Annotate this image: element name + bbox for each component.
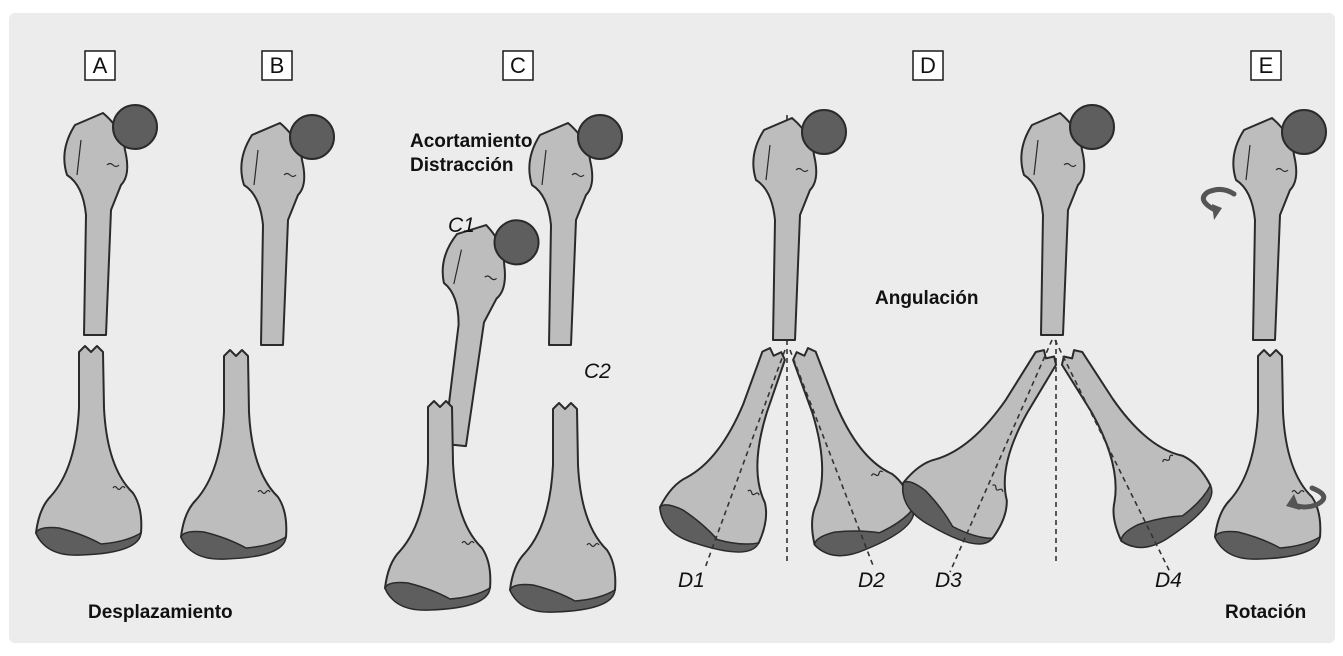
panel-label-c: C — [503, 51, 533, 80]
femur-c2-upper — [529, 115, 622, 345]
rotation-arrow-top-icon — [1203, 189, 1234, 220]
sublabel-c2: C2 — [584, 360, 611, 383]
svg-text:A: A — [93, 53, 108, 78]
sublabel-d3: D3 — [935, 569, 962, 592]
panel-label-e: E — [1251, 51, 1281, 80]
panel-label-b: B — [262, 51, 292, 80]
femur-c1-lower — [385, 401, 490, 610]
sublabel-d4: D4 — [1155, 569, 1182, 592]
svg-text:C: C — [510, 53, 526, 78]
femur-a-lower — [36, 346, 141, 555]
svg-text:E: E — [1259, 53, 1274, 78]
femur-d3-d4-upper — [1021, 105, 1114, 335]
femur-d1-d2-upper — [753, 110, 846, 340]
sublabel-c1: C1 — [448, 214, 475, 237]
panel-label-d: D — [913, 51, 943, 80]
femur-a-upper — [64, 105, 157, 335]
femur-d3-lower — [892, 324, 1092, 557]
sublabel-d1: D1 — [678, 569, 705, 592]
svg-text:D: D — [920, 53, 936, 78]
caption-angulacion: Angulación — [875, 288, 978, 309]
caption-rotacion: Rotación — [1225, 602, 1306, 623]
caption-distraccion: Distracción — [410, 155, 513, 176]
femur-c2-lower — [510, 403, 615, 612]
femur-e-upper — [1233, 110, 1326, 340]
caption-desplazamiento: Desplazamiento — [88, 602, 233, 623]
panel-label-a: A — [85, 51, 115, 80]
femur-b-upper — [241, 115, 334, 345]
femur-e-lower — [1215, 350, 1320, 559]
sublabel-d2: D2 — [858, 569, 885, 592]
svg-text:B: B — [270, 53, 285, 78]
caption-acortamiento: Acortamiento — [410, 131, 532, 152]
femur-b-lower — [181, 350, 286, 559]
